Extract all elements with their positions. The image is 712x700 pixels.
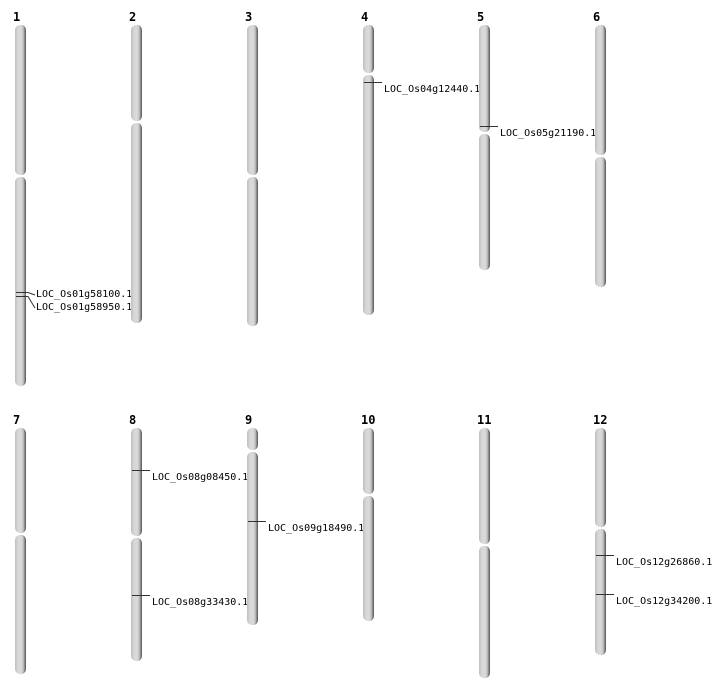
chromosome-label: 10 xyxy=(361,413,376,427)
gene-label: LOC_Os05g21190.1 xyxy=(500,128,597,139)
marker-tick xyxy=(248,521,258,522)
chromosome-long-arm xyxy=(247,452,258,625)
chromosome-long-arm xyxy=(595,157,606,287)
marker-tick xyxy=(364,82,374,83)
marker-connector xyxy=(258,521,266,522)
chromosome-long-arm xyxy=(363,496,374,621)
chromosome-label: 12 xyxy=(593,413,608,427)
gene-label: LOC_Os08g08450.1 xyxy=(152,472,249,483)
marker-connector xyxy=(374,82,382,83)
chromosome-label: 7 xyxy=(13,413,21,427)
gene-label: LOC_Os08g33430.1 xyxy=(152,597,249,608)
marker-tick xyxy=(132,595,142,596)
marker-connector xyxy=(142,470,150,471)
chromosome-label: 1 xyxy=(13,10,21,24)
chromosome-long-arm xyxy=(479,134,490,270)
chromosome-short-arm xyxy=(479,25,490,132)
marker-connector xyxy=(26,292,36,296)
marker-connector xyxy=(490,126,498,127)
chromosome-short-arm xyxy=(595,428,606,527)
gene-label: LOC_Os09g18490.1 xyxy=(268,523,365,534)
marker-tick xyxy=(596,555,606,556)
chromosome-short-arm xyxy=(247,25,258,175)
chromosome-label: 6 xyxy=(593,10,601,24)
chromosome-short-arm xyxy=(479,428,490,544)
chromosome-long-arm xyxy=(479,546,490,678)
gene-label: LOC_Os01g58950.1 xyxy=(36,302,133,313)
marker-connector xyxy=(142,595,150,596)
marker-connector xyxy=(606,555,614,556)
chromosome-long-arm xyxy=(15,177,26,386)
marker-tick xyxy=(132,470,142,471)
marker-connector xyxy=(26,296,36,309)
gene-label: LOC_Os12g34200.1 xyxy=(616,596,712,607)
chromosome-short-arm xyxy=(131,428,142,536)
chromosome-short-arm xyxy=(15,25,26,175)
chromosome-short-arm xyxy=(131,25,142,121)
chromosome-short-arm xyxy=(363,25,374,73)
chromosome-short-arm xyxy=(247,428,258,450)
marker-tick xyxy=(596,594,606,595)
chromosome-long-arm xyxy=(131,538,142,661)
chromosome-short-arm xyxy=(15,428,26,533)
marker-tick xyxy=(16,296,26,297)
marker-connector xyxy=(606,594,614,595)
chromosome-label: 4 xyxy=(361,10,369,24)
chromosome-label: 11 xyxy=(477,413,492,427)
chromosome-short-arm xyxy=(595,25,606,155)
chromosome-label: 9 xyxy=(245,413,253,427)
chromosome-label: 2 xyxy=(129,10,137,24)
chromosome-long-arm xyxy=(363,75,374,315)
chromosome-long-arm xyxy=(15,535,26,674)
chromosome-label: 8 xyxy=(129,413,137,427)
gene-label: LOC_Os01g58100.1 xyxy=(36,289,133,300)
chromosome-long-arm xyxy=(247,177,258,326)
chromosome-label: 3 xyxy=(245,10,253,24)
marker-tick xyxy=(480,126,490,127)
gene-label: LOC_Os12g26860.1 xyxy=(616,557,712,568)
chromosome-label: 5 xyxy=(477,10,485,24)
chromosome-long-arm xyxy=(131,123,142,323)
chromosome-long-arm xyxy=(595,529,606,655)
chromosome-short-arm xyxy=(363,428,374,494)
marker-tick xyxy=(16,292,26,293)
gene-label: LOC_Os04g12440.1 xyxy=(384,84,481,95)
